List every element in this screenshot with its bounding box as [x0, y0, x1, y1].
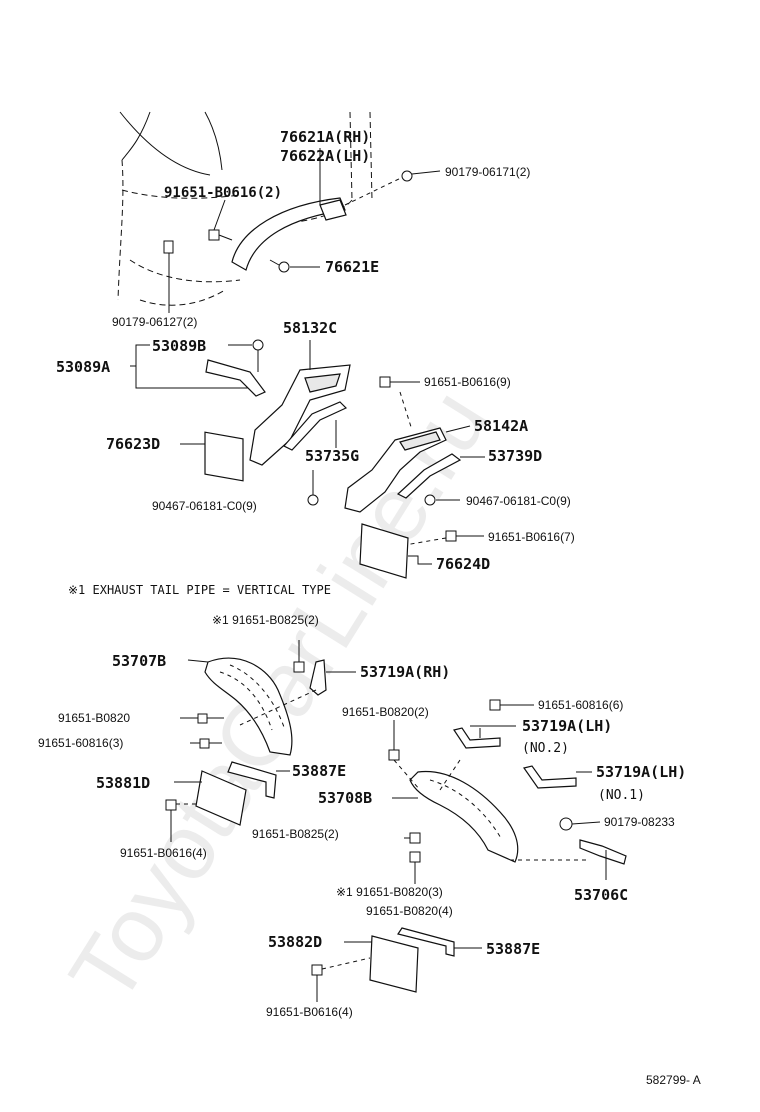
label-no1: (NO.1)	[598, 788, 645, 803]
mud-guard-rib	[399, 431, 441, 451]
clip-icon	[252, 339, 264, 351]
screw-icon	[269, 259, 290, 273]
label-90179-06171: 90179-06171(2)	[445, 165, 530, 179]
liner-strip-53739d	[396, 453, 462, 499]
bracket-53719a-lh-no1	[523, 765, 577, 789]
label-53882d: 53882D	[268, 933, 322, 951]
plate-53881d	[195, 770, 247, 826]
liner-strip-53735g	[283, 401, 348, 451]
label-53089b: 53089B	[152, 337, 206, 355]
label-58132c: 58132C	[283, 319, 337, 337]
splash-guard-53707b	[204, 657, 293, 756]
label-91651-60816-3: 91651-60816(3)	[38, 736, 123, 750]
label-91651-b0616-2: 91651-B0616(2)	[164, 185, 282, 201]
vehicle-body-outline	[117, 111, 373, 306]
splash-guard-53708b	[409, 770, 519, 863]
label-58142a: 58142A	[474, 417, 528, 435]
label-76623d: 76623D	[106, 435, 160, 453]
plate-53882d	[369, 935, 419, 993]
clip-icon	[401, 170, 413, 182]
bracket-53706c	[579, 839, 627, 865]
plate-76624d	[359, 523, 409, 579]
plate-76623d	[204, 431, 244, 482]
clip-icon	[424, 494, 436, 506]
label-91651-b0820-4: 91651-B0820(4)	[366, 904, 453, 918]
label-53887e-top: 53887E	[292, 762, 346, 780]
label-76622a: 76622A(LH)	[280, 147, 370, 165]
bracket-53089a	[205, 359, 266, 397]
label-53881d: 53881D	[96, 774, 150, 792]
clip-nut-icon	[163, 240, 174, 254]
label-90467-left: 90467-06181-C0(9)	[152, 499, 257, 513]
clip-icon	[307, 494, 319, 506]
label-53719a-lh-2: 53719A(LH)	[596, 763, 686, 781]
strip-53887e-top	[227, 761, 277, 799]
strip-53887e-bottom	[397, 927, 455, 957]
clip-nut-icon	[559, 817, 573, 831]
label-91651-b0616-4-left: 91651-B0616(4)	[120, 846, 207, 860]
label-91651-b0820-3: ※1 91651-B0820(3)	[336, 885, 443, 899]
label-53719a-lh-1: 53719A(LH)	[522, 717, 612, 735]
mud-guard-58142a	[344, 427, 447, 513]
label-no2: (NO.2)	[522, 741, 569, 756]
label-53887e-bottom: 53887E	[486, 940, 540, 958]
diagram-code: 582799- A	[646, 1073, 701, 1087]
mud-guard-rib	[304, 373, 341, 393]
bolt-icon	[445, 530, 484, 542]
moulding-bracket	[319, 199, 347, 221]
bracket-53719a-rh	[309, 659, 327, 696]
label-90179-06127: 90179-06127(2)	[112, 315, 197, 329]
bolt-icon	[311, 957, 371, 976]
label-76621a: 76621A(RH)	[280, 128, 370, 146]
label-76621e: 76621E	[325, 258, 379, 276]
label-91651-b0616-7: 91651-B0616(7)	[488, 530, 575, 544]
bolt-icon	[379, 376, 420, 388]
label-91651-60816-6: 91651-60816(6)	[538, 698, 623, 712]
mud-guard-58132c	[249, 364, 351, 466]
label-53719a-rh: 53719A(RH)	[360, 663, 450, 681]
label-91651-b0616-4-bottom: 91651-B0616(4)	[266, 1005, 353, 1019]
label-91651-b0616-9: 91651-B0616(9)	[424, 375, 511, 389]
bolt-icon	[208, 229, 233, 241]
label-53708b: 53708B	[318, 789, 372, 807]
label-76624d: 76624D	[436, 555, 490, 573]
label-91651-b0820-2: 91651-B0820(2)	[342, 705, 429, 719]
bracket-53719a-lh-no2	[453, 727, 501, 749]
label-53089a: 53089A	[56, 358, 110, 376]
label-53706c: 53706C	[574, 886, 628, 904]
bolt-icon	[404, 832, 421, 844]
exhaust-note: ※1 EXHAUST TAIL PIPE = VERTICAL TYPE	[68, 583, 331, 597]
bolt-icon	[489, 699, 534, 711]
label-53739d: 53739D	[488, 447, 542, 465]
label-90179-08233: 90179-08233	[604, 815, 675, 829]
label-91651-b0825-2-mid: 91651-B0825(2)	[252, 827, 339, 841]
label-91651-b0820-left: 91651-B0820	[58, 711, 130, 725]
label-91651-b0825-2-top: ※1 91651-B0825(2)	[212, 613, 319, 627]
label-53707b: 53707B	[112, 652, 166, 670]
label-53735g: 53735G	[305, 447, 359, 465]
bolt-icon	[293, 640, 305, 673]
bolt-icon	[409, 851, 421, 884]
label-90467-right: 90467-06181-C0(9)	[466, 494, 571, 508]
bolt-icon	[388, 720, 400, 761]
